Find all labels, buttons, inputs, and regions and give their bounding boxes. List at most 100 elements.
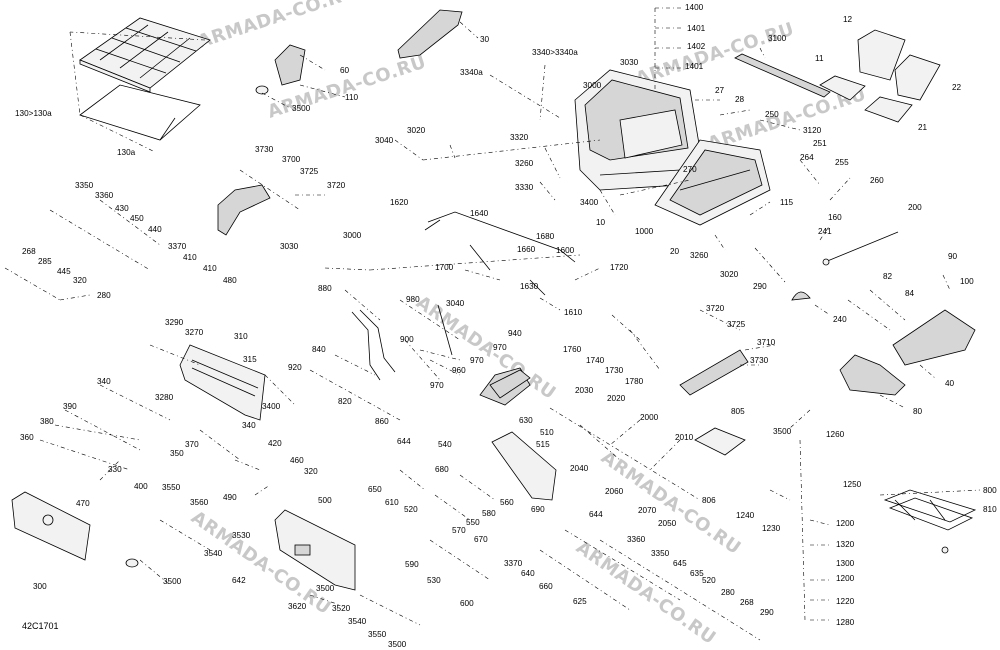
part-label: 21 xyxy=(918,123,928,132)
part-label: 3500 xyxy=(773,427,792,436)
part-label: 40 xyxy=(945,379,955,388)
part-label: 450 xyxy=(130,214,144,223)
part-label: 290 xyxy=(753,282,767,291)
part-label: 2030 xyxy=(575,386,594,395)
part-label: 1402 xyxy=(687,42,706,51)
cap-240-part xyxy=(791,291,811,301)
cover-3700-part xyxy=(217,184,271,236)
part-label: 160 xyxy=(828,213,842,222)
part-label: 3720 xyxy=(706,304,725,313)
part-label: 380 xyxy=(40,417,54,426)
part-label: 3020 xyxy=(720,270,739,279)
part-label: 3280 xyxy=(155,393,174,402)
part-label: 1240 xyxy=(736,511,755,520)
tailgate-310-part xyxy=(179,344,266,421)
part-label: 1250 xyxy=(843,480,862,489)
part-label: 2010 xyxy=(675,433,694,442)
part-label: 820 xyxy=(338,397,352,406)
part-label: 82 xyxy=(883,272,893,281)
panel-500-part xyxy=(274,509,356,591)
part-label: 80 xyxy=(913,407,923,416)
part-label: 400 xyxy=(134,482,148,491)
part-label: 3720 xyxy=(327,181,346,190)
part-label: 1720 xyxy=(610,263,629,272)
part-label: 22 xyxy=(952,83,962,92)
part-label: 3730 xyxy=(750,356,769,365)
watermark: ARMADA-CO.RU xyxy=(195,0,359,53)
part-label: 84 xyxy=(905,289,915,298)
part-label: 3725 xyxy=(727,320,746,329)
part-label: 644 xyxy=(589,510,603,519)
part-label: 3370 xyxy=(168,242,187,251)
part-label: 1200 xyxy=(836,574,855,583)
part-label: 3000 xyxy=(583,81,602,90)
part-label: 320 xyxy=(304,467,318,476)
watermark: ARMADA-CO.RU xyxy=(633,19,797,90)
part-label: 320 xyxy=(73,276,87,285)
plate-805-part xyxy=(694,427,746,456)
part-label: 690 xyxy=(531,505,545,514)
mat-12-part xyxy=(857,29,906,81)
panel-30-part xyxy=(397,9,463,59)
part-label: 290 xyxy=(760,608,774,617)
part-label: 1700 xyxy=(435,263,454,272)
part-label: 430 xyxy=(115,204,129,213)
part-label: 590 xyxy=(405,560,419,569)
plug-3500-part xyxy=(125,558,139,568)
part-label: 940 xyxy=(508,329,522,338)
part-label: 520 xyxy=(702,576,716,585)
part-label: 970 xyxy=(493,343,507,352)
part-label: 251 xyxy=(813,139,827,148)
part-label: 960 xyxy=(452,366,466,375)
part-label: 3500 xyxy=(163,577,182,586)
cargo-box-liner-part xyxy=(654,139,771,226)
part-label: 285 xyxy=(38,257,52,266)
frame-880-part xyxy=(351,304,453,381)
part-label: 806 xyxy=(702,496,716,505)
part-label: 645 xyxy=(673,559,687,568)
mat-11-part xyxy=(819,75,866,101)
bar-3710-part xyxy=(679,349,749,396)
part-label: 3100 xyxy=(768,34,787,43)
part-label: 360 xyxy=(20,433,34,442)
part-label: 3340a xyxy=(460,68,483,77)
part-label: 3330 xyxy=(515,183,534,192)
part-label: 625 xyxy=(573,597,587,606)
part-label: 3030 xyxy=(620,58,639,67)
part-label: 460 xyxy=(290,456,304,465)
part-label: 3040 xyxy=(375,136,394,145)
part-label: 130>130a xyxy=(15,109,52,118)
part-label: 1220 xyxy=(836,597,855,606)
part-label: 410 xyxy=(183,253,197,262)
part-label: 3320 xyxy=(510,133,529,142)
part-label: 640 xyxy=(521,569,535,578)
panel-630-part xyxy=(491,431,557,501)
part-label: 90 xyxy=(948,252,958,261)
part-label: 680 xyxy=(435,465,449,474)
part-label: 515 xyxy=(536,440,550,449)
fender-40-part xyxy=(892,309,976,366)
part-label: 110 xyxy=(345,93,358,102)
part-label: 3500 xyxy=(292,104,311,113)
mat-21-part xyxy=(864,96,913,123)
part-label: 10 xyxy=(596,218,606,227)
part-label: 1760 xyxy=(563,345,582,354)
watermark: ARMADA-CO.RU xyxy=(597,447,745,559)
part-label: 840 xyxy=(312,345,326,354)
part-label: 260 xyxy=(870,176,884,185)
part-label: 1730 xyxy=(605,366,624,375)
part-label: 2060 xyxy=(605,487,624,496)
fender-80-part xyxy=(839,354,906,396)
part-label: 3360 xyxy=(627,535,646,544)
part-label: 3540 xyxy=(348,617,367,626)
part-label: 600 xyxy=(460,599,474,608)
part-label: 860 xyxy=(375,417,389,426)
part-label: 510 xyxy=(540,428,554,437)
part-label: 500 xyxy=(318,496,332,505)
part-label: 3540 xyxy=(204,549,223,558)
mat-22-part xyxy=(894,54,941,101)
part-label: 370 xyxy=(185,440,199,449)
bed-cover-frame-part xyxy=(79,84,201,141)
trim-3100-part xyxy=(734,53,831,98)
part-label: 3500 xyxy=(316,584,335,593)
